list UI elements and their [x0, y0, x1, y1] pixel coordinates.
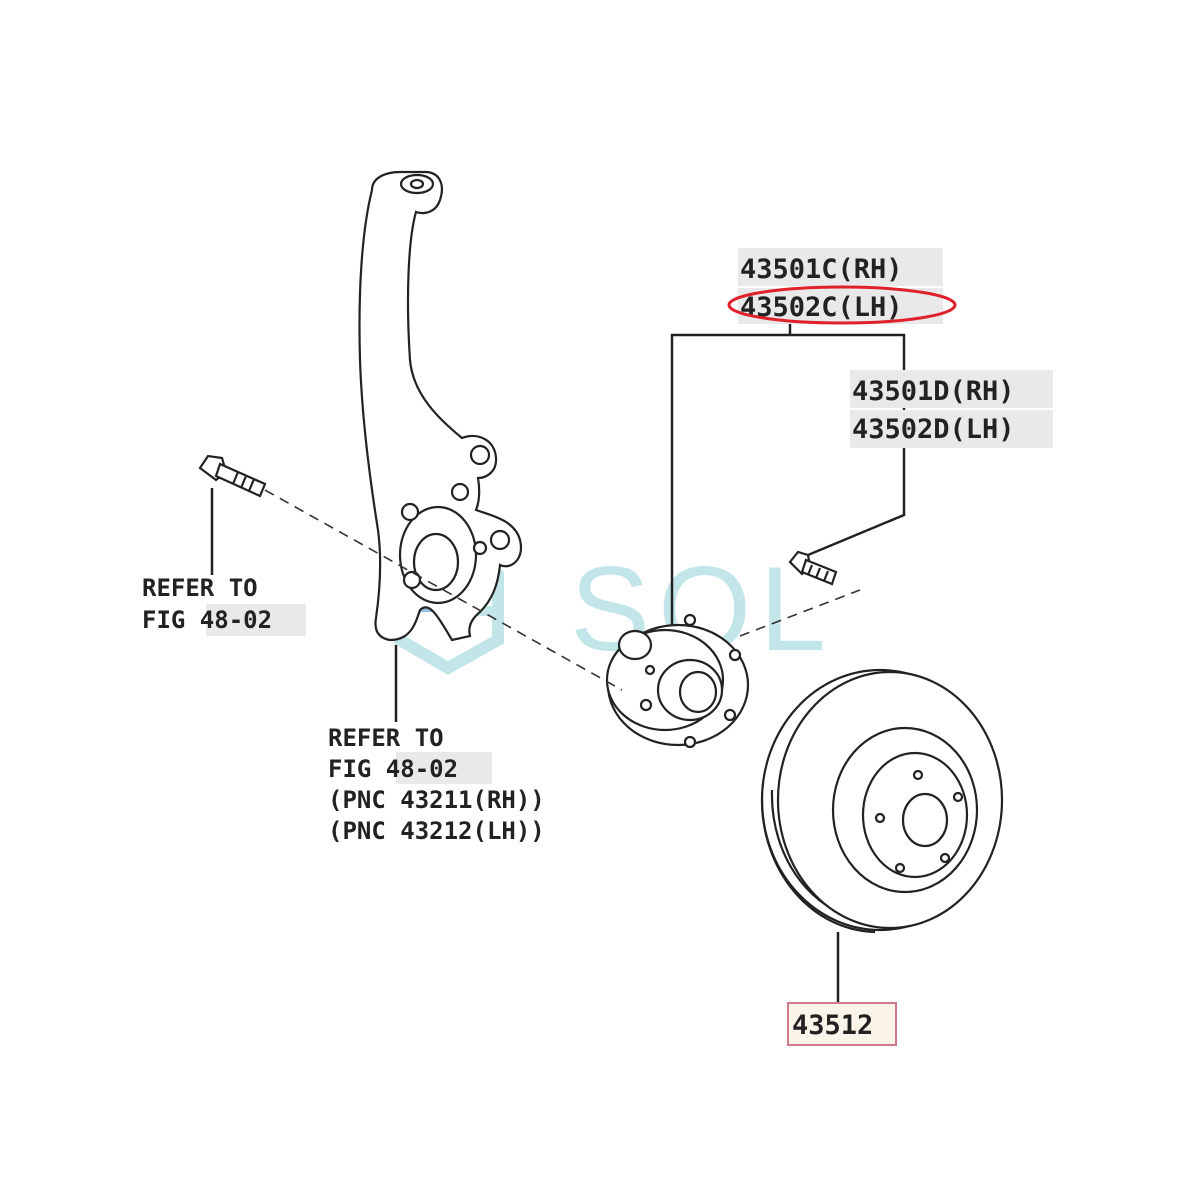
leader-lines: [210, 322, 906, 1005]
hub-bolt: [788, 550, 838, 586]
hub-assy-rh-label: 43501C(RH): [740, 254, 903, 285]
bolt-fig-prefix: FIG: [142, 606, 200, 634]
assembly-axis-lines: [264, 489, 861, 691]
knuckle-fig-ref-bg: [396, 752, 492, 784]
knuckle-fig-prefix: FIG: [328, 755, 386, 783]
hub-assy-rh-label-bg: [738, 248, 943, 286]
bolt-refer-label: REFER TO: [142, 574, 258, 602]
highlight-ring: [727, 285, 957, 325]
hub-bearing-assembly: [605, 613, 750, 749]
knuckle-fig-ref: 48-02: [386, 755, 458, 783]
knuckle-refer-label: REFER TO: [328, 724, 444, 752]
brake-disc-rotor: [760, 668, 1004, 934]
knuckle-bolt: [198, 454, 267, 498]
knuckle-pnc-lh-label: (PNC 43212(LH)): [328, 817, 545, 845]
hub-bolt-lh-label-bg: [850, 410, 1053, 448]
hub-bolt-rh-label-bg: [850, 370, 1053, 408]
hub-bolt-rh-label: 43501D(RH): [852, 376, 1015, 407]
bolt-fig-ref-bg: [206, 604, 306, 636]
hub-bolt-lh-label: 43502D(LH): [852, 414, 1015, 445]
bolt-fig-label: FIG 48-02: [142, 606, 272, 634]
rotor-part-label: 43512: [792, 1010, 873, 1041]
knuckle-pnc-rh-label: (PNC 43211(RH)): [328, 786, 545, 814]
knuckle-fig-label: FIG 48-02: [328, 755, 458, 783]
rotor-label-box: [787, 1002, 897, 1046]
steering-knuckle: [358, 170, 523, 642]
bolt-fig-ref: 48-02: [200, 606, 272, 634]
